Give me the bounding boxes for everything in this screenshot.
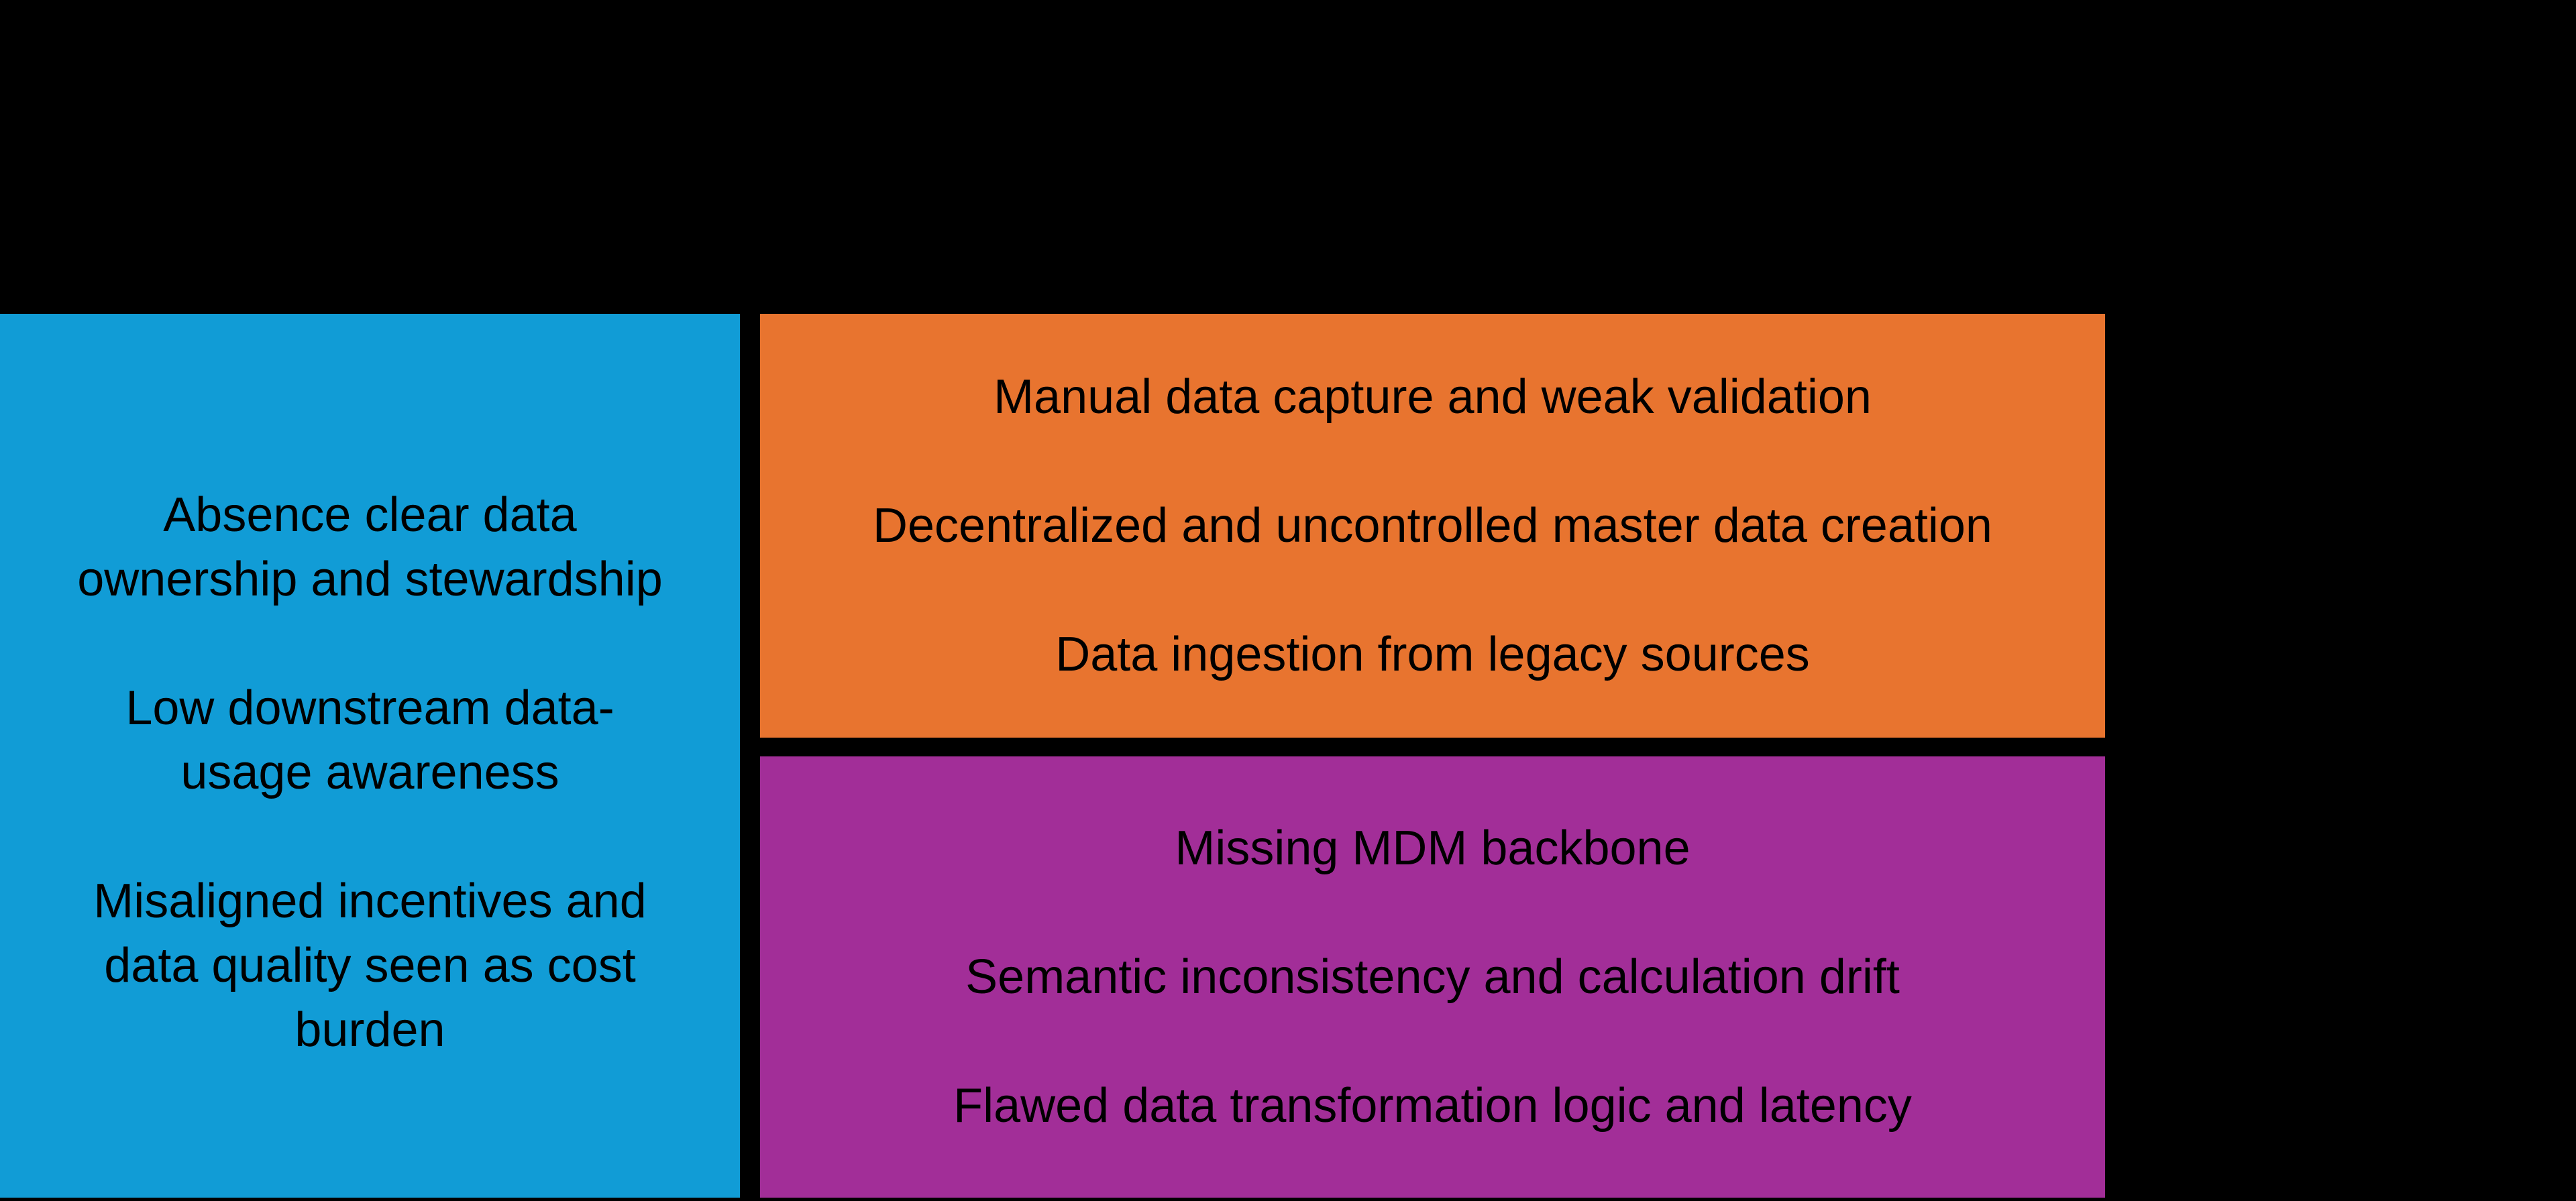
text-item-missing-mdm: Missing MDM backbone xyxy=(1175,821,1690,875)
data-entry-causes-panel: Manual data capture and weak validation … xyxy=(760,314,2105,738)
text-item-downstream-awareness: Low downstream data- usage awareness xyxy=(125,681,614,799)
organizational-causes-panel: Absence clear data ownership and steward… xyxy=(0,314,740,1198)
text-item-decentralized-creation: Decentralized and uncontrolled master da… xyxy=(873,499,1992,553)
text-item-flawed-transformation: Flawed data transformation logic and lat… xyxy=(953,1079,1912,1133)
text-item-manual-capture: Manual data capture and weak validation xyxy=(994,370,1872,424)
text-item-misaligned-incentives: Misaligned incentives and data quality s… xyxy=(93,874,647,1057)
architecture-causes-panel: Missing MDM backbone Semantic inconsiste… xyxy=(760,756,2105,1198)
text-item-semantic-inconsistency: Semantic inconsistency and calculation d… xyxy=(965,950,1900,1004)
text-item-legacy-ingestion: Data ingestion from legacy sources xyxy=(1055,628,1810,681)
text-item-ownership: Absence clear data ownership and steward… xyxy=(77,488,663,606)
